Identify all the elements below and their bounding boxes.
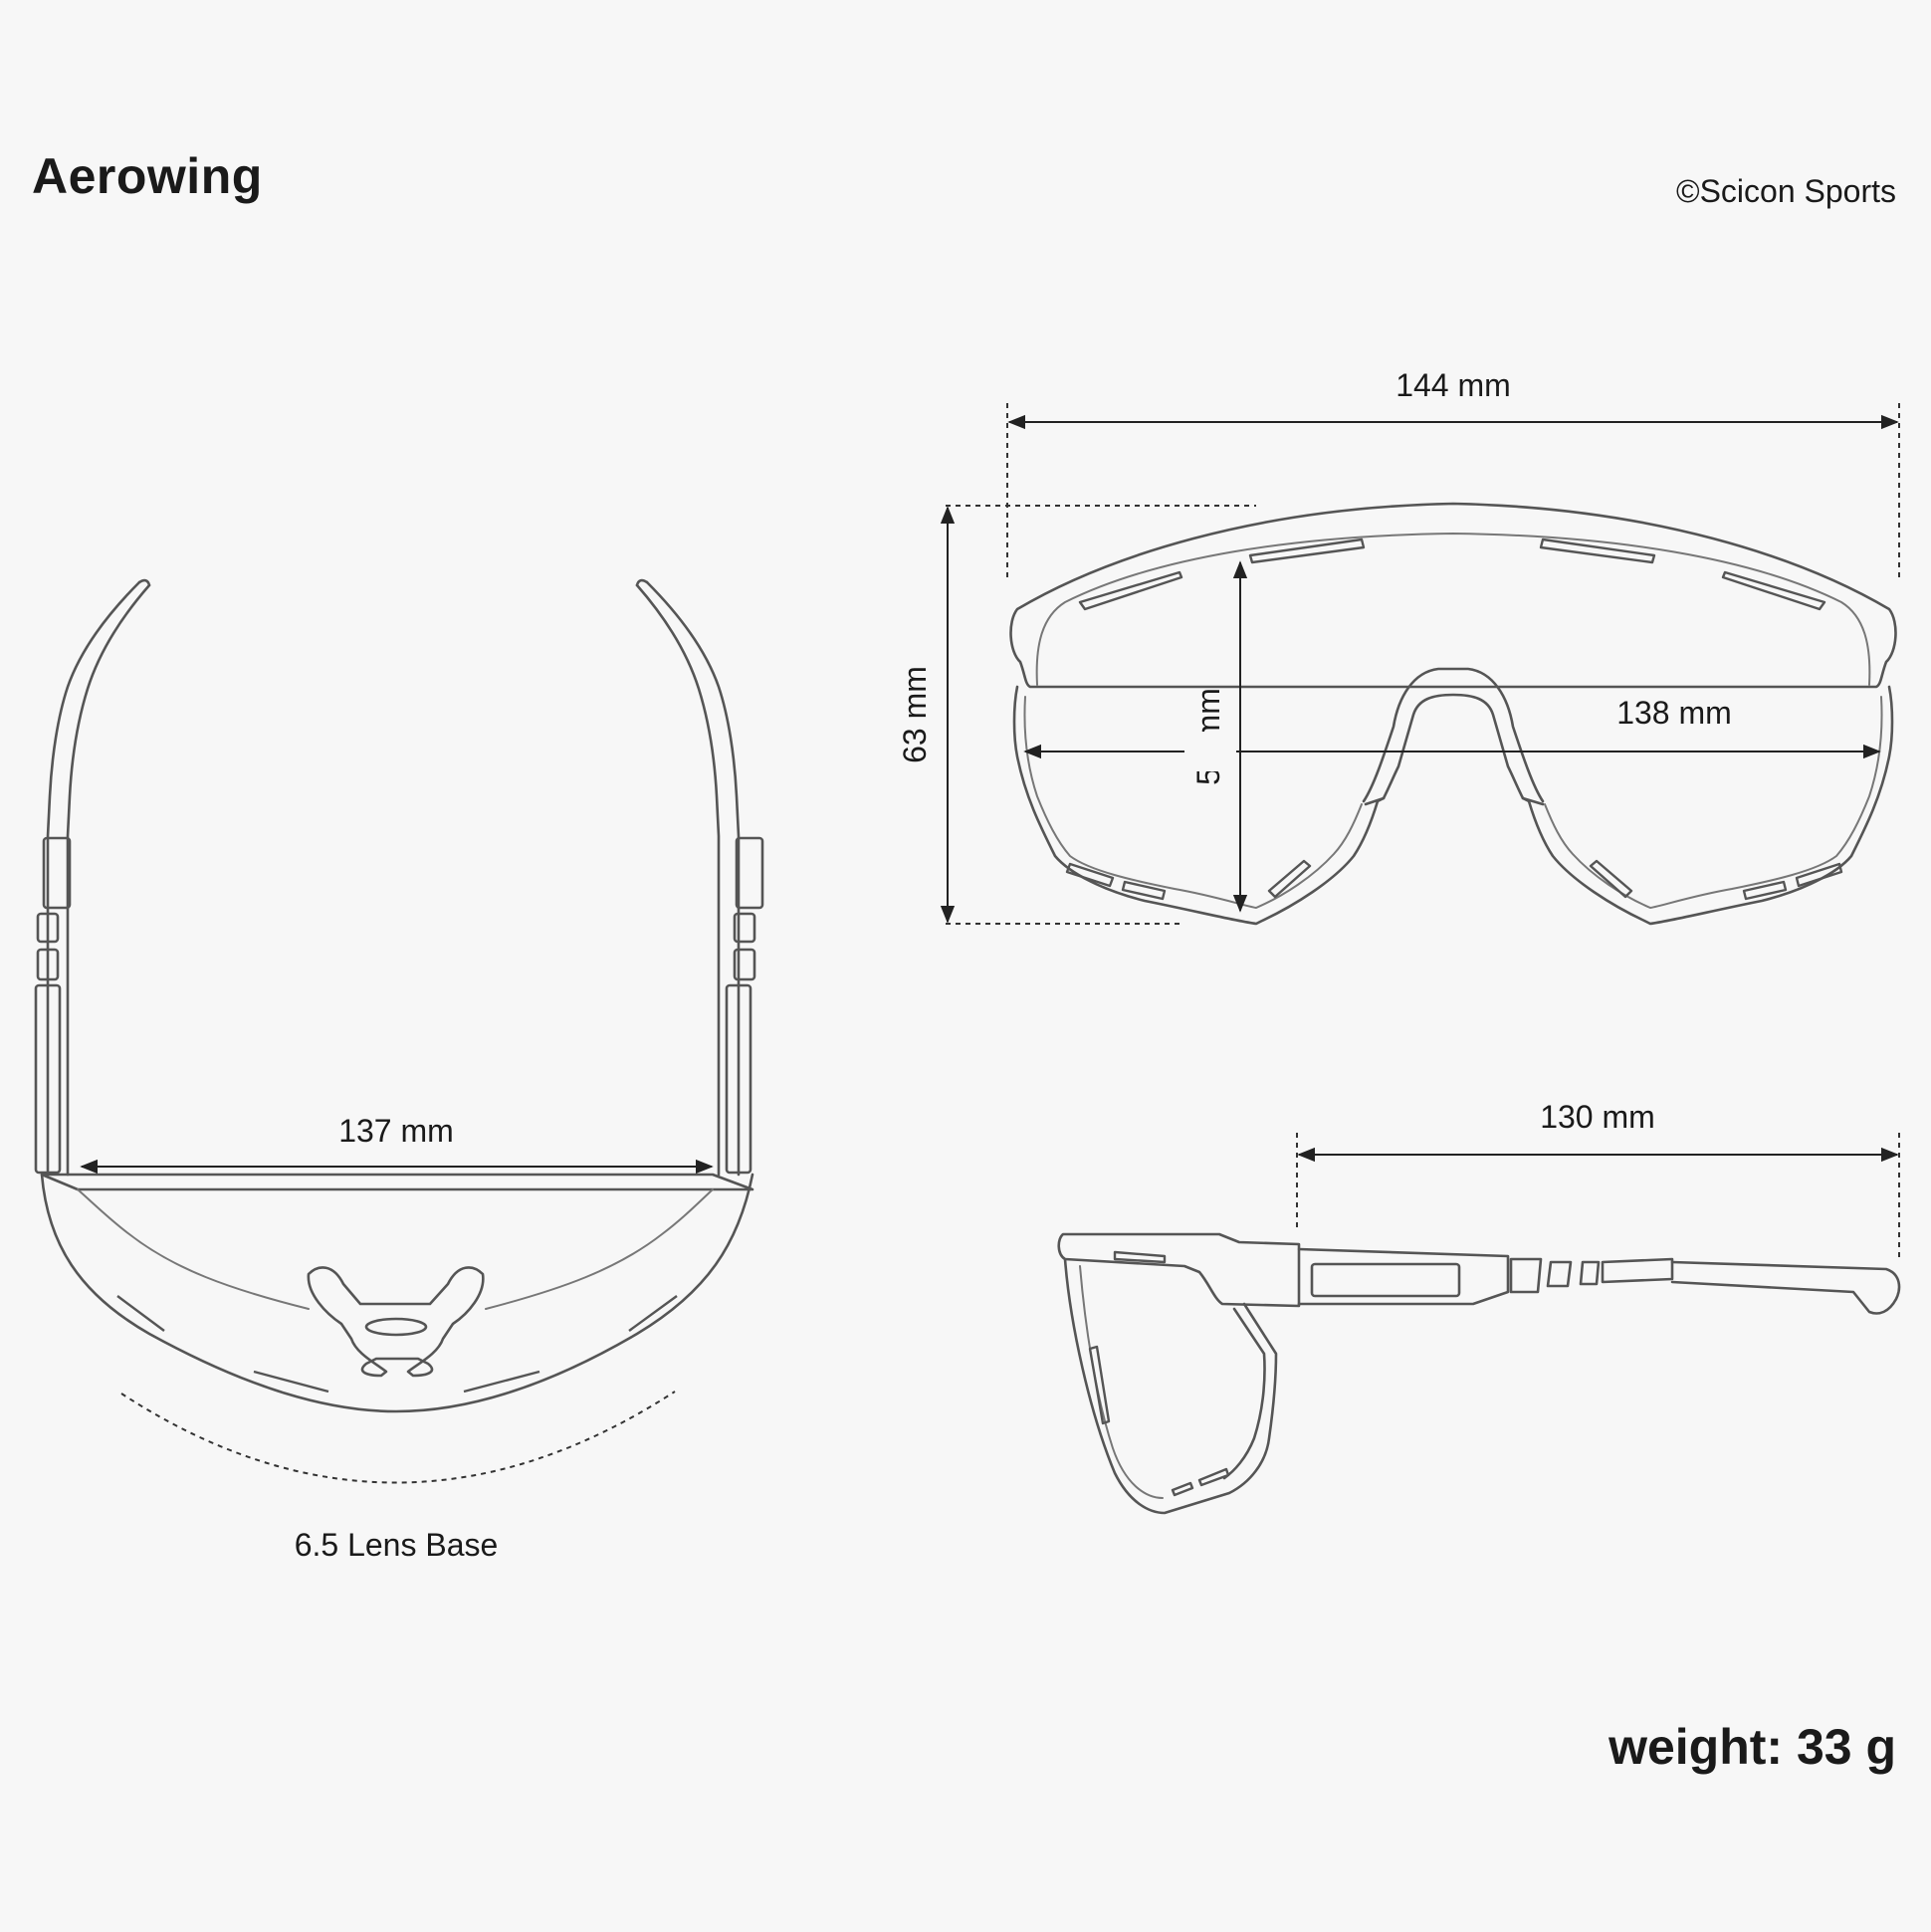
lens-base-label: 6.5 Lens Base [295,1527,499,1563]
side-length-label: 130 mm [1540,1099,1655,1135]
copyright-notice: ©Scicon Sports [1676,173,1896,209]
top-view-drawing [34,578,764,1484]
side-view-drawing [1057,1232,1901,1515]
page-title: Aerowing [32,148,263,204]
weight-label: weight: 33 g [1609,1719,1896,1775]
front-height-label: 63 mm [897,666,933,763]
lens-width-label: 138 mm [1616,695,1732,731]
front-width-label: 144 mm [1395,367,1511,403]
top-width-label: 137 mm [338,1113,454,1149]
front-view-drawing [1009,502,1897,926]
